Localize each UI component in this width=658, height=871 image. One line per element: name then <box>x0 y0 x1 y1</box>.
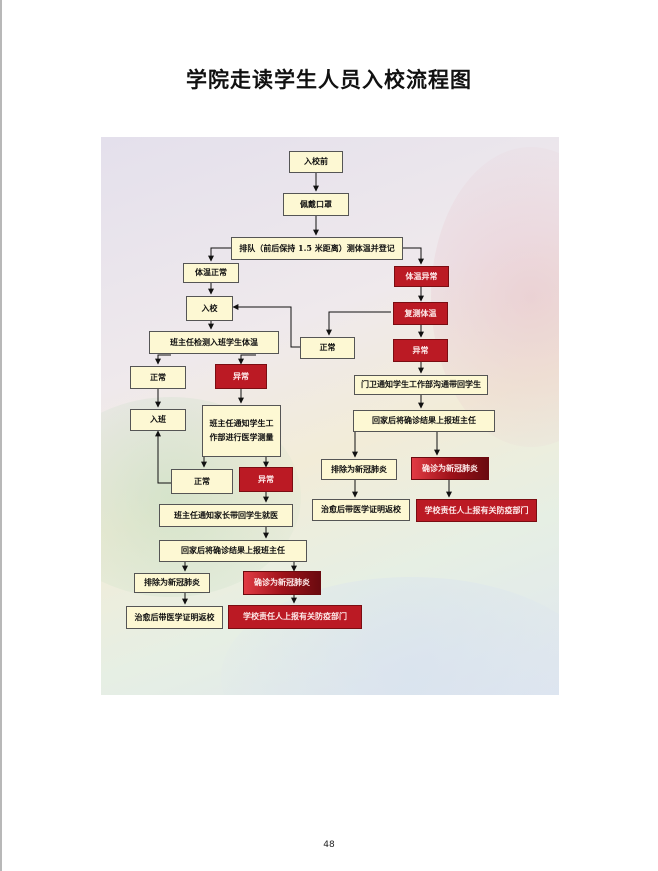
node-gate-notify: 门卫通知学生工作部沟通带回学生 <box>354 375 488 395</box>
node-school-report-left: 学校责任人上报有关防疫部门 <box>228 605 362 629</box>
node-teacher-notify-line1: 班主任通知学生工 <box>209 418 274 429</box>
node-wear-mask: 佩戴口罩 <box>283 193 349 216</box>
node-measure-abnormal: 异常 <box>239 467 293 492</box>
node-retest-temperature: 复测体温 <box>393 302 448 325</box>
node-cured-left: 治愈后带医学证明返校 <box>126 606 223 629</box>
arrow-classcheck-to-abnormal <box>238 354 256 365</box>
node-class-normal: 正常 <box>130 366 186 389</box>
node-cured-right: 治愈后带医学证明返校 <box>312 499 410 521</box>
arrow-classcheck-to-normal <box>155 354 171 365</box>
node-queue-temperature: 排队（前后保持 1.5 米距离）测体温并登记 <box>231 237 403 260</box>
node-teacher-notify-line2: 作部进行医学测量 <box>209 432 274 442</box>
node-class-temperature-check: 班主任检测入班学生体温 <box>149 331 279 354</box>
node-retest-normal: 正常 <box>300 337 355 359</box>
page-number: 48 <box>323 840 335 850</box>
node-enter-school: 入校 <box>186 296 233 321</box>
node-report-left: 回家后将确诊结果上报班主任 <box>159 540 307 562</box>
arrow-queue-to-abnormal <box>403 247 424 265</box>
flowchart-panel: 入校前 佩戴口罩 排队（前后保持 1.5 米距离）测体温并登记 体温正常 入校 … <box>101 137 559 695</box>
node-enter-class: 入班 <box>130 409 186 431</box>
node-temperature-normal: 体温正常 <box>183 263 239 283</box>
arrow-measurenormal-to-enterclass <box>155 430 171 484</box>
node-temperature-abnormal: 体温异常 <box>394 266 449 287</box>
node-measure-normal: 正常 <box>171 469 233 494</box>
node-report-right: 回家后将确诊结果上报班主任 <box>353 410 495 432</box>
arrow-retest-to-normal <box>326 311 391 336</box>
node-teacher-notify: 班主任通知学生工 作部进行医学测量 <box>202 405 281 457</box>
arrow-queue-to-normal <box>208 247 231 262</box>
node-parent-notify: 班主任通知家长带回学生就医 <box>159 504 293 527</box>
node-confirmed-right: 确诊为新冠肺炎 <box>411 457 489 480</box>
page-edge <box>0 0 2 871</box>
node-excluded-right: 排除为新冠肺炎 <box>321 459 397 480</box>
node-retest-abnormal: 异常 <box>393 339 448 362</box>
node-confirmed-left: 确诊为新冠肺炎 <box>243 571 321 595</box>
node-before-entry: 入校前 <box>289 151 343 173</box>
node-class-abnormal: 异常 <box>215 364 267 389</box>
node-excluded-left: 排除为新冠肺炎 <box>134 573 210 593</box>
page-title: 学院走读学生人员入校流程图 <box>186 67 472 92</box>
node-school-report-right: 学校责任人上报有关防疫部门 <box>416 499 537 522</box>
